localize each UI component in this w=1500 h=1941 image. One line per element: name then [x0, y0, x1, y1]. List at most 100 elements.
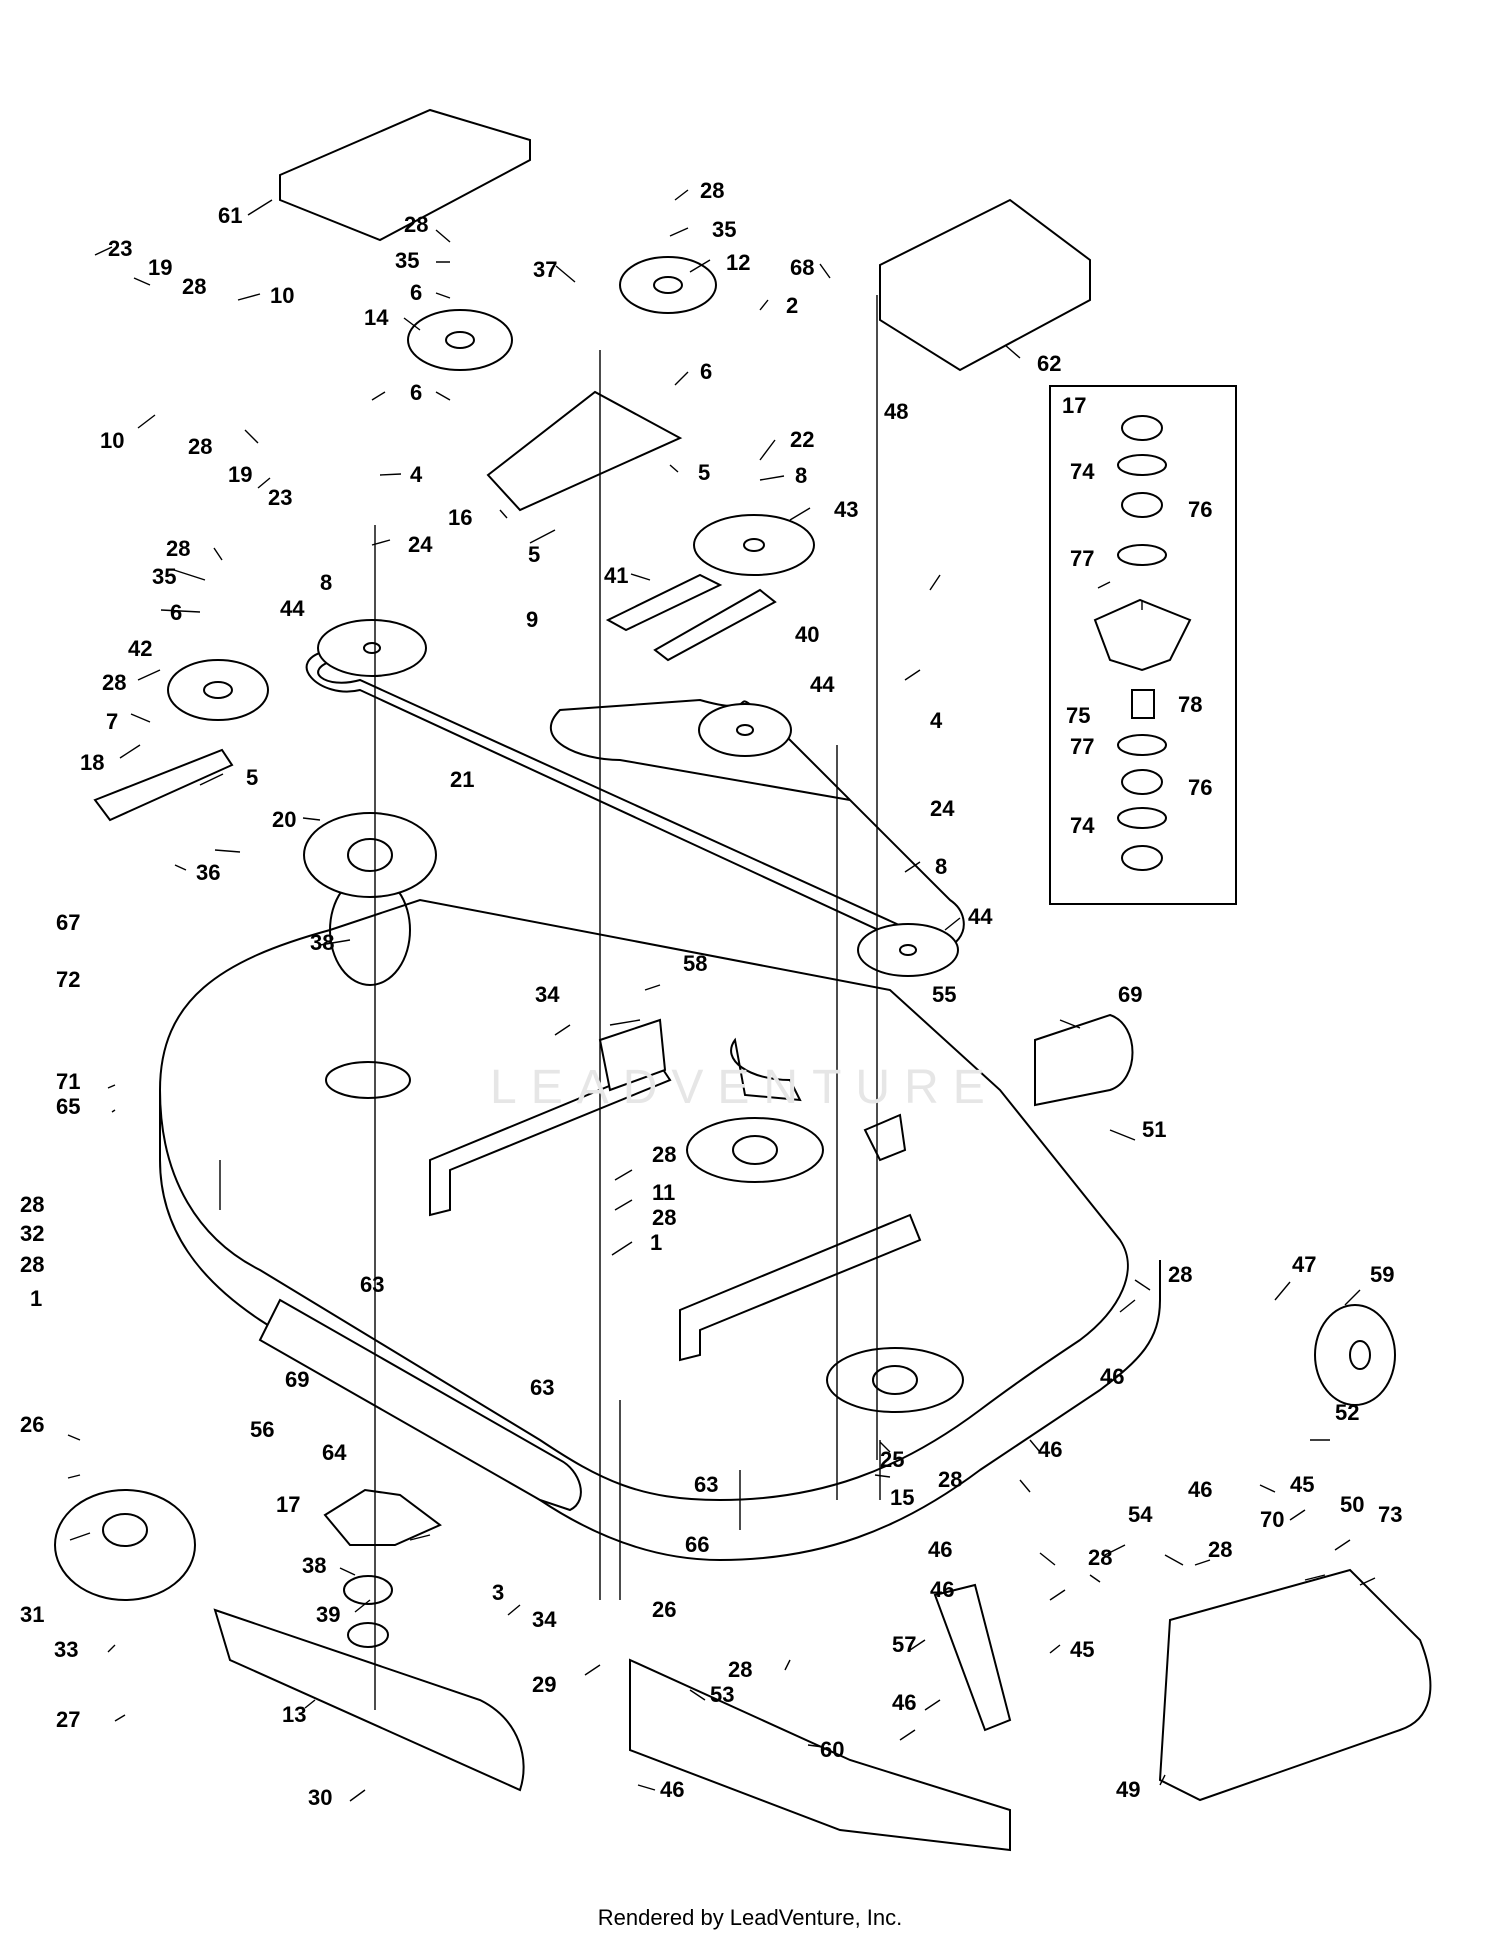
callout-64: 64: [322, 1440, 347, 1465]
bracket-57: [933, 1583, 1012, 1732]
callout-46: 46: [660, 1777, 684, 1802]
callout-74: 74: [1070, 459, 1095, 484]
callout-22: 22: [790, 427, 814, 452]
callout-6: 6: [410, 380, 422, 405]
callout-66: 66: [685, 1532, 709, 1557]
callout-46: 46: [1188, 1477, 1212, 1502]
callout-17: 17: [1062, 393, 1086, 418]
callout-30: 30: [308, 1785, 332, 1810]
callout-28: 28: [1208, 1537, 1232, 1562]
callout-2: 2: [786, 293, 798, 318]
callout-72: 72: [56, 967, 80, 992]
spindle-assembly-17: [323, 1488, 442, 1648]
callout-10: 10: [270, 283, 294, 308]
callout-29: 29: [532, 1672, 556, 1697]
callout-28: 28: [166, 536, 190, 561]
callout-6: 6: [170, 600, 182, 625]
idler-arm-41: [605, 573, 777, 662]
callout-46: 46: [1100, 1364, 1124, 1389]
callout-77: 77: [1070, 734, 1094, 759]
callout-48: 48: [884, 399, 908, 424]
callout-28: 28: [1168, 1262, 1192, 1287]
callout-27: 27: [56, 1707, 80, 1732]
callout-33: 33: [54, 1637, 78, 1662]
callout-28: 28: [20, 1192, 44, 1217]
idler-bracket-16: [486, 390, 683, 512]
callout-23: 23: [108, 236, 132, 261]
leader-lines: [67, 189, 1376, 1802]
callout-4: 4: [410, 462, 423, 487]
callout-6: 6: [410, 280, 422, 305]
idler-arm-18: [93, 748, 234, 822]
callout-76: 76: [1188, 497, 1212, 522]
callout-46: 46: [1038, 1437, 1062, 1462]
callout-65: 65: [56, 1094, 80, 1119]
callout-25: 25: [880, 1447, 904, 1472]
callout-28: 28: [652, 1142, 676, 1167]
callout-28: 28: [1088, 1545, 1112, 1570]
callout-24: 24: [408, 532, 433, 557]
deflector-chute-49: [1158, 1568, 1432, 1802]
mower-deck-shell: [158, 874, 1161, 1562]
callout-43: 43: [834, 497, 858, 522]
callout-60: 60: [820, 1737, 844, 1762]
callout-23: 23: [268, 485, 292, 510]
callout-74: 74: [1070, 813, 1095, 838]
callout-1: 1: [30, 1286, 42, 1311]
callout-28: 28: [404, 212, 428, 237]
callout-46: 46: [892, 1690, 916, 1715]
pulley-44-right: [857, 923, 959, 977]
callout-49: 49: [1116, 1777, 1140, 1802]
callout-8: 8: [795, 463, 807, 488]
callout-7: 7: [106, 709, 118, 734]
callout-34: 34: [532, 1607, 557, 1632]
callout-28: 28: [700, 178, 724, 203]
pulley-44-left: [317, 619, 427, 677]
callout-75: 75: [1066, 703, 1090, 728]
callout-69: 69: [1118, 982, 1142, 1007]
callout-28: 28: [728, 1657, 752, 1682]
callout-44: 44: [810, 672, 835, 697]
callout-12: 12: [726, 250, 750, 275]
callout-37: 37: [533, 257, 557, 282]
callout-18: 18: [80, 750, 104, 775]
bracket-60: [629, 1658, 1011, 1852]
callout-44: 44: [280, 596, 305, 621]
callout-26: 26: [652, 1597, 676, 1622]
callout-15: 15: [890, 1485, 914, 1510]
callout-35: 35: [395, 248, 419, 273]
callout-4: 4: [930, 708, 943, 733]
callout-41: 41: [604, 563, 628, 588]
callout-46: 46: [928, 1537, 952, 1562]
idler-pulley-14: [407, 309, 513, 371]
callout-17: 17: [276, 1492, 300, 1517]
callout-6: 6: [700, 359, 712, 384]
idler-pulley-42: [167, 659, 269, 721]
callout-1: 1: [650, 1230, 662, 1255]
callout-47: 47: [1292, 1252, 1316, 1277]
callout-52: 52: [1335, 1400, 1359, 1425]
callout-63: 63: [694, 1472, 718, 1497]
footer-credit: Rendered by LeadVenture, Inc.: [597, 1905, 903, 1930]
callout-68: 68: [790, 255, 814, 280]
callout-16: 16: [448, 505, 472, 530]
callout-58: 58: [683, 951, 707, 976]
callout-71: 71: [56, 1069, 80, 1094]
callout-67: 67: [56, 910, 80, 935]
callout-28: 28: [102, 670, 126, 695]
callout-35: 35: [152, 564, 176, 589]
bearing-housing-20: [303, 812, 437, 898]
callout-3: 3: [492, 1580, 504, 1605]
callout-9: 9: [526, 607, 538, 632]
callout-45: 45: [1070, 1637, 1094, 1662]
callout-32: 32: [20, 1221, 44, 1246]
callout-10: 10: [100, 428, 124, 453]
callout-46: 46: [930, 1577, 954, 1602]
callout-28: 28: [188, 434, 212, 459]
callout-63: 63: [360, 1272, 384, 1297]
callout-19: 19: [228, 462, 252, 487]
belt-cover-61: [279, 108, 531, 242]
callout-76: 76: [1188, 775, 1212, 800]
callout-5: 5: [246, 765, 258, 790]
